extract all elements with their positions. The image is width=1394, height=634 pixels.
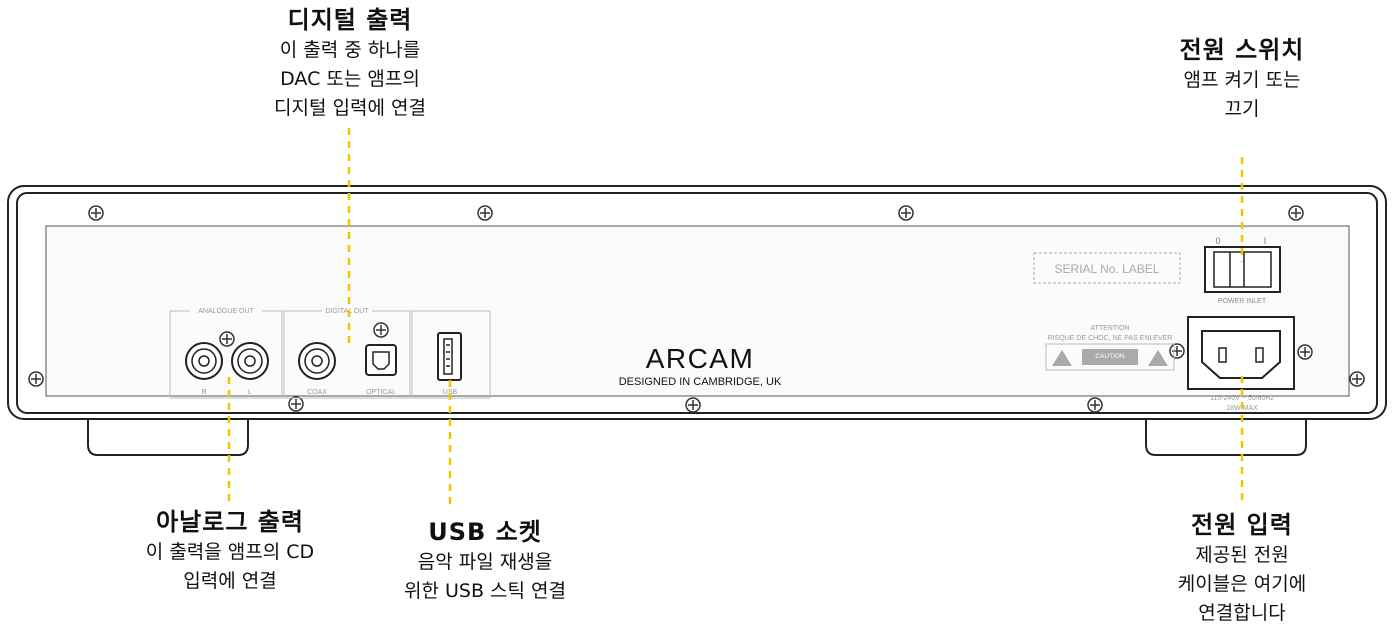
screw: [1087, 397, 1103, 413]
voltage-label: 110-240V ~ 50/60Hz: [1210, 395, 1274, 402]
leader-lines: [227, 128, 1244, 504]
warning-block: ATTENTION RISQUE DE CHOC, NE PAS ENLEVER…: [1045, 325, 1175, 371]
right-channel-label: R: [201, 389, 206, 396]
callout-title: 전원 입력: [1191, 511, 1293, 539]
brand-tagline: DESIGNED IN CAMBRIDGE, UK: [619, 376, 782, 388]
callout-description: 제공된 전원 케이블은 여기에 연결합니다: [1122, 541, 1362, 628]
description-line: 연결합니다: [1198, 602, 1286, 624]
screw: [1169, 343, 1185, 359]
callout-power-input: 전원 입력 제공된 전원 케이블은 여기에 연결합니다: [1122, 509, 1362, 628]
screw: [373, 322, 389, 338]
screw: [685, 397, 701, 413]
description-line: 디지털 입력에 연결: [274, 97, 426, 119]
attention-label: ATTENTION: [1090, 325, 1129, 332]
serial-label: SERIAL No. LABEL: [1055, 262, 1160, 276]
screw: [1288, 205, 1304, 221]
callout-usb-socket: USB 소켓 음악 파일 재생을 위한 USB 스틱 연결: [365, 516, 605, 606]
description-line: 앰프 켜기 또는: [1183, 69, 1301, 91]
description-line: 입력에 연결: [183, 570, 277, 592]
coax-label: COAX: [307, 389, 327, 396]
brand-logo: ARCAM: [646, 343, 755, 374]
callout-title: 아날로그 출력: [156, 508, 304, 536]
callout-power-switch: 전원 스위치 앰프 켜기 또는 끄기: [1122, 34, 1362, 124]
switch-off-label: 0: [1215, 236, 1220, 246]
warning-triangle-icon: [1148, 350, 1168, 366]
switch-on-label: I: [1264, 236, 1267, 246]
warning-french: RISQUE DE CHOC, NE PAS ENLEVER: [1048, 335, 1173, 342]
description-line: 음악 파일 재생을: [417, 551, 553, 573]
screw: [88, 205, 104, 221]
optical-label: OPTICAL: [366, 389, 396, 396]
callout-analogue-out: 아날로그 출력 이 출력을 앰프의 CD 입력에 연결: [110, 506, 350, 596]
rca-left-jack[interactable]: [231, 342, 269, 380]
screw: [898, 205, 914, 221]
serial-label-box: [1033, 252, 1181, 284]
callout-description: 음악 파일 재생을 위한 USB 스틱 연결: [365, 548, 605, 606]
callout-title: 전원 스위치: [1179, 36, 1305, 64]
caution-label: CAUTION: [1095, 353, 1125, 360]
callout-digital-out: 디지털 출력 이 출력 중 하나를 DAC 또는 앰프의 디지털 입력에 연결: [214, 4, 486, 123]
description-line: 끄기: [1224, 98, 1260, 120]
digital-out-label: DIGITAL OUT: [325, 308, 369, 315]
screw: [219, 331, 235, 347]
description-line: DAC 또는 앰프의: [280, 68, 420, 90]
screw: [1297, 344, 1313, 360]
feet: [87, 420, 1307, 456]
analogue-out-group: ANALOGUE OUT R L: [169, 304, 283, 399]
screw: [1349, 371, 1365, 387]
usb-port[interactable]: [437, 332, 462, 381]
screw: [288, 396, 304, 412]
warning-triangle-icon: [1052, 350, 1072, 366]
callout-title: 디지털 출력: [287, 6, 413, 34]
analogue-out-label: ANALOGUE OUT: [198, 308, 254, 315]
rca-right-jack[interactable]: [185, 342, 223, 380]
callout-description: 이 출력 중 하나를 DAC 또는 앰프의 디지털 입력에 연결: [214, 36, 486, 123]
left-channel-label: L: [248, 389, 252, 396]
power-inlet-label: POWER INLET: [1218, 298, 1267, 305]
optical-jack[interactable]: [365, 344, 397, 376]
callout-description: 앰프 켜기 또는 끄기: [1122, 66, 1362, 124]
callout-title: USB 소켓: [428, 518, 542, 546]
description-line: 제공된 전원: [1195, 544, 1289, 566]
coax-jack[interactable]: [298, 342, 336, 380]
usb-label: USB: [443, 389, 458, 396]
description-line: 이 출력 중 하나를: [279, 39, 421, 61]
description-line: 케이블은 여기에: [1177, 573, 1307, 595]
screw: [28, 371, 44, 387]
description-line: 위한 USB 스틱 연결: [403, 580, 566, 602]
digital-out-group: DIGITAL OUT COAX OPTICAL: [283, 304, 411, 399]
usb-group: USB: [411, 310, 491, 399]
description-line: 이 출력을 앰프의 CD: [145, 541, 315, 563]
screw: [477, 205, 493, 221]
callout-description: 이 출력을 앰프의 CD 입력에 연결: [110, 538, 350, 596]
